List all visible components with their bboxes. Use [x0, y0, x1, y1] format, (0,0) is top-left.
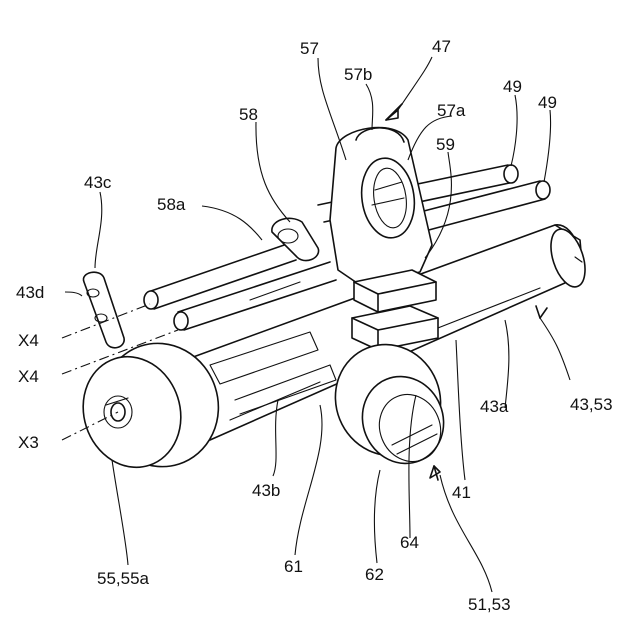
label-58a: 58a: [157, 195, 186, 214]
arrow-51-53: [430, 466, 440, 480]
rod-58-upper: [144, 243, 296, 309]
label-47: 47: [432, 37, 451, 56]
label-x4-upper: X4: [18, 331, 39, 350]
label-43a: 43a: [480, 397, 509, 416]
label-55-55a: 55,55a: [97, 569, 150, 588]
arrow-47: [386, 104, 402, 120]
link-58: [272, 218, 319, 260]
label-x4-lower: X4: [18, 367, 39, 386]
label-x3: X3: [18, 433, 39, 452]
label-43-53: 43,53: [570, 395, 613, 414]
label-59: 59: [436, 135, 455, 154]
arrow-43-53: [536, 306, 547, 318]
label-49-upper: 49: [503, 77, 522, 96]
label-43d: 43d: [16, 283, 44, 302]
label-64: 64: [400, 533, 419, 552]
plate-43c: [83, 272, 124, 348]
label-61: 61: [284, 557, 303, 576]
label-43b: 43b: [252, 481, 280, 500]
label-49-lower: 49: [538, 93, 557, 112]
label-41: 41: [452, 483, 471, 502]
label-57b: 57b: [344, 65, 372, 84]
label-57: 57: [300, 39, 319, 58]
arm-57: [330, 128, 432, 285]
label-51-53: 51,53: [468, 595, 511, 614]
label-43c: 43c: [84, 173, 112, 192]
label-62: 62: [365, 565, 384, 584]
label-57a: 57a: [437, 101, 466, 120]
label-58: 58: [239, 105, 258, 124]
